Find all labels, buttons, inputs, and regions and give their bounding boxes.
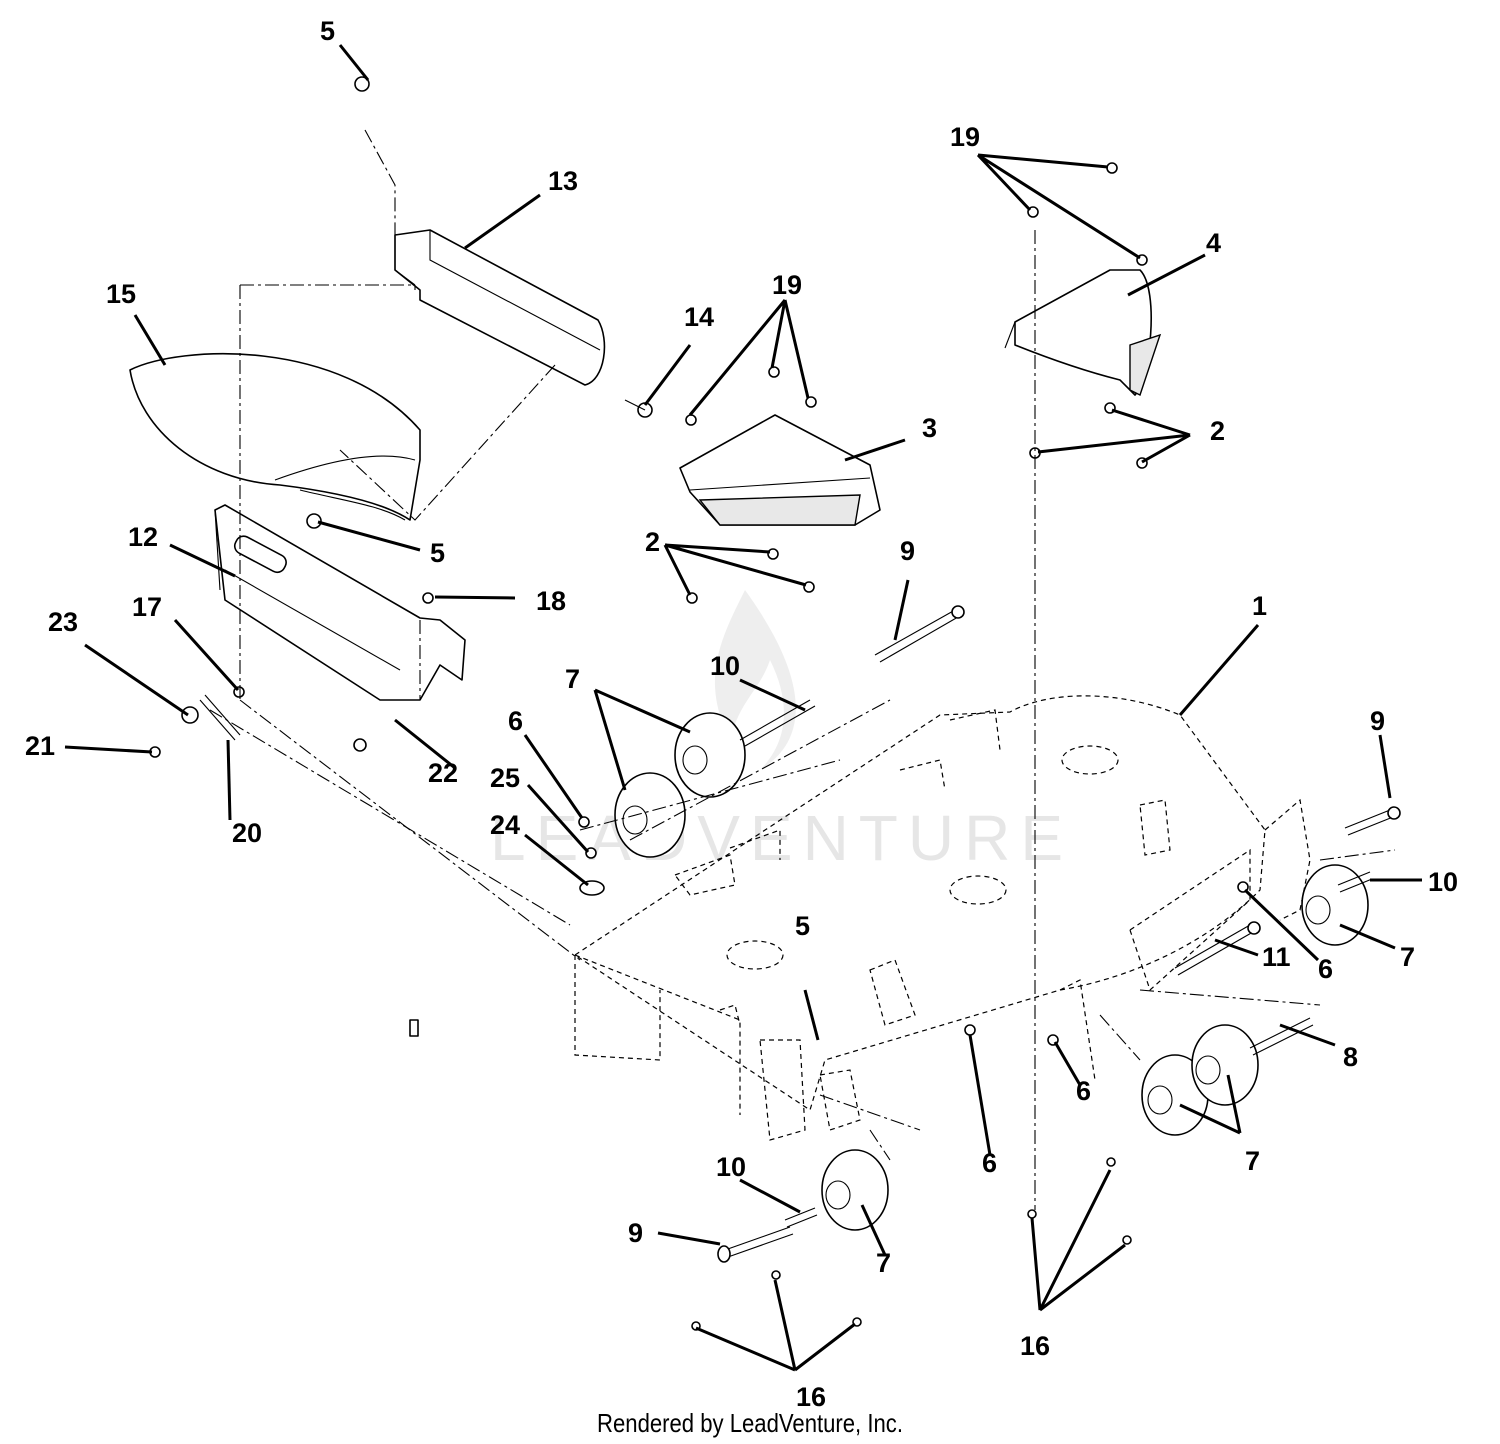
callout-15: 15 bbox=[106, 279, 136, 309]
callout-9-bottom: 9 bbox=[628, 1218, 643, 1248]
callout-6-left: 6 bbox=[508, 706, 523, 736]
callout-5-bottom: 5 bbox=[795, 911, 810, 941]
gauge-wheels bbox=[614, 712, 1369, 1231]
callout-10-right: 10 bbox=[1428, 867, 1458, 897]
callout-19-right: 19 bbox=[950, 122, 980, 152]
callout-2-right: 2 bbox=[1210, 416, 1225, 446]
callout-21: 21 bbox=[25, 731, 55, 761]
callout-19-middle: 19 bbox=[772, 270, 802, 300]
callout-1: 1 bbox=[1252, 591, 1267, 621]
assembly-lines bbox=[209, 129, 1396, 1210]
callout-22: 22 bbox=[428, 758, 458, 788]
callout-14: 14 bbox=[684, 302, 714, 332]
callout-10-left: 10 bbox=[710, 651, 740, 681]
callout-18: 18 bbox=[536, 586, 566, 616]
callout-8: 8 bbox=[1343, 1042, 1358, 1072]
callout-17: 17 bbox=[132, 592, 162, 622]
belt-cover-3 bbox=[679, 414, 881, 526]
watermark-text: LEADVENTURE bbox=[490, 802, 1073, 874]
callout-9-top: 9 bbox=[900, 536, 915, 566]
callout-3: 3 bbox=[922, 413, 937, 443]
callout-16-right: 16 bbox=[1020, 1331, 1050, 1361]
callout-7-bottom-right: 7 bbox=[1245, 1146, 1260, 1176]
footer-credit: Rendered by LeadVenture, Inc. bbox=[597, 1408, 903, 1438]
callout-5-middle: 5 bbox=[430, 538, 445, 568]
callout-6-bottom-a: 6 bbox=[1076, 1076, 1091, 1106]
belt-cover-4 bbox=[1004, 269, 1162, 396]
callout-12: 12 bbox=[128, 522, 158, 552]
callout-13: 13 bbox=[548, 166, 578, 196]
callout-2-middle: 2 bbox=[645, 527, 660, 557]
callout-24: 24 bbox=[490, 810, 520, 840]
wheel-7-f bbox=[821, 1149, 889, 1231]
callout-25: 25 bbox=[490, 763, 520, 793]
watermark-flame-icon bbox=[714, 590, 796, 770]
wheel-7-a bbox=[614, 772, 686, 858]
mower-deck bbox=[573, 695, 1311, 1141]
wheel-7-e bbox=[1191, 1024, 1259, 1106]
callout-11: 11 bbox=[1262, 942, 1291, 972]
callout-6-bottom-b: 6 bbox=[982, 1148, 997, 1178]
callout-16-bottom: 16 bbox=[796, 1382, 826, 1412]
callout-10-bottom: 10 bbox=[716, 1152, 746, 1182]
callout-9-right: 9 bbox=[1370, 706, 1385, 736]
callout-labels: 5 13 15 14 19 19 4 2 3 2 5 12 18 17 23 2… bbox=[25, 16, 1458, 1412]
deflector-bracket bbox=[394, 229, 606, 386]
wheel-7-b bbox=[674, 712, 746, 798]
callout-7-right: 7 bbox=[1400, 942, 1415, 972]
hardware bbox=[149, 76, 1401, 1331]
callout-5-top: 5 bbox=[320, 16, 335, 46]
discharge-deflector-plate bbox=[129, 352, 421, 521]
callout-20: 20 bbox=[232, 818, 262, 848]
watermark: LEADVENTURE bbox=[490, 590, 1073, 874]
callout-7-left: 7 bbox=[565, 664, 580, 694]
wheel-7-c bbox=[1301, 864, 1369, 946]
deflector-hinge-bracket bbox=[214, 504, 466, 701]
callout-23: 23 bbox=[48, 607, 78, 637]
leader-lines bbox=[64, 44, 1422, 1372]
callout-7-bottom: 7 bbox=[876, 1248, 891, 1278]
callout-6-right: 6 bbox=[1318, 954, 1333, 984]
callout-4: 4 bbox=[1206, 228, 1221, 258]
